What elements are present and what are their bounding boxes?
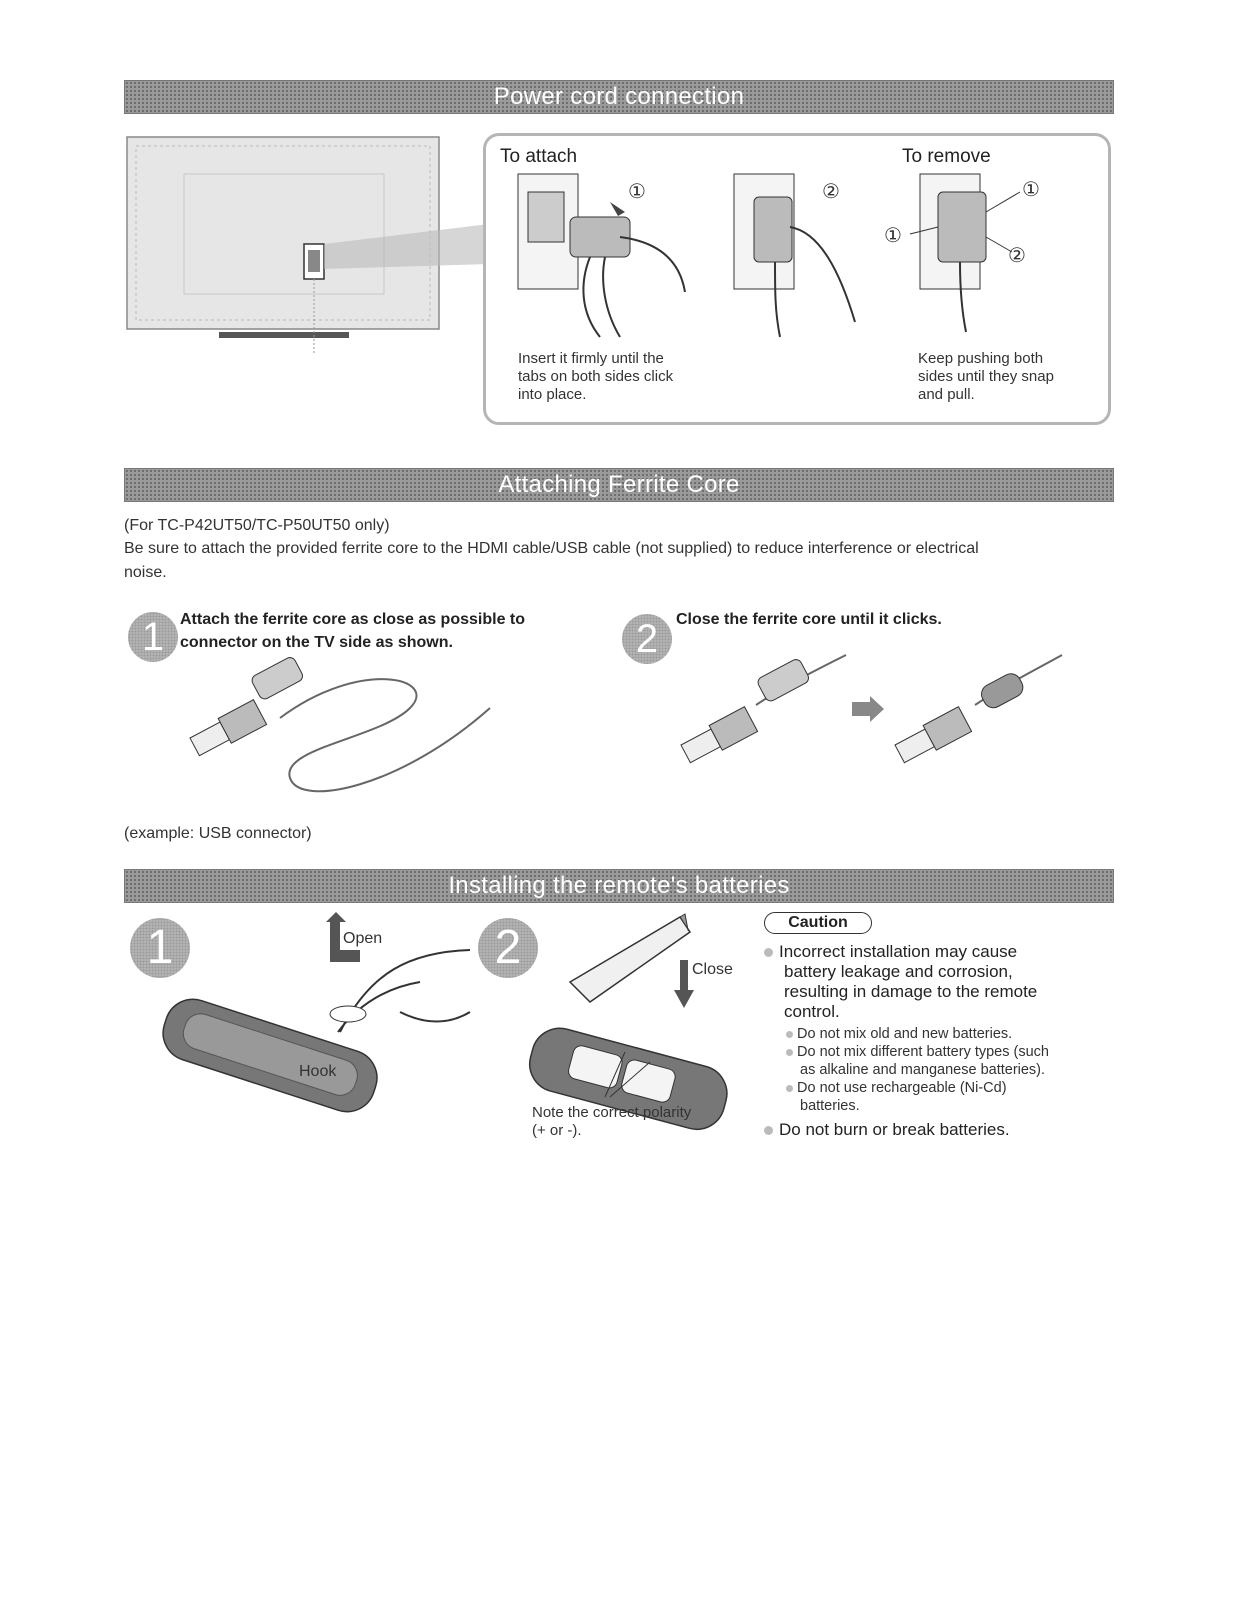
polarity-note-line-2: (+ or -). <box>532 1122 691 1140</box>
ferrite-example-caption: (example: USB connector) <box>124 824 312 844</box>
ferrite-open-illustration <box>676 650 846 770</box>
remote-open-illustration <box>170 912 490 1072</box>
caution-last-text: Do not burn or break batteries. <box>779 1120 1010 1139</box>
bullet-icon <box>786 1049 793 1056</box>
remove-instruction: Keep pushing both sides until they snap … <box>918 350 1054 404</box>
polarity-note-line-1: Note the correct polarity <box>532 1104 691 1122</box>
caution-main-line-4: control. <box>764 1002 1037 1022</box>
remove-pull-marker: ② <box>1008 246 1026 266</box>
battery-step-2-badge: 2 <box>478 918 538 978</box>
batteries-section-title: Installing the remote's batteries <box>448 872 789 899</box>
hook-label: Hook <box>299 1062 336 1082</box>
ferrite-attach-illustration <box>180 668 500 808</box>
batteries-section-header: Installing the remote's batteries <box>124 869 1114 903</box>
caution-sub-bullets: Do not mix old and new batteries. Do not… <box>786 1025 1049 1115</box>
caution-main-bullet: Incorrect installation may cause battery… <box>764 942 1037 1022</box>
ferrite-section-title: Attaching Ferrite Core <box>498 471 739 498</box>
ferrite-step-2-text: Close the ferrite core until it clicks. <box>676 610 942 630</box>
sub-bullet-3-line-2: batteries. <box>786 1097 1049 1115</box>
bullet-icon <box>786 1031 793 1038</box>
power-cord-section-title: Power cord connection <box>494 83 744 110</box>
attach-instruction-line-2: tabs on both sides click <box>518 368 673 386</box>
caution-label: Caution <box>788 914 848 931</box>
ferrite-step-1-badge: 1 <box>128 612 178 662</box>
remove-press-marker-left: ① <box>884 226 902 246</box>
ferrite-intro-line-2: noise. <box>124 563 167 583</box>
caution-badge: Caution <box>764 912 872 934</box>
ferrite-models-note: (For TC-P42UT50/TC-P50UT50 only) <box>124 516 390 536</box>
to-attach-heading: To attach <box>500 147 577 167</box>
tv-rear-illustration <box>124 134 494 354</box>
sub-bullet-2-line-1: Do not mix different battery types (such <box>797 1044 1049 1060</box>
remove-press-marker: ① <box>1022 180 1040 200</box>
ferrite-intro-line-1: Be sure to attach the provided ferrite c… <box>124 539 979 559</box>
remove-instruction-line-2: sides until they snap <box>918 368 1054 386</box>
sub-bullet-3-line-1: Do not use rechargeable (Ni-Cd) <box>797 1080 1007 1096</box>
attach-instruction-line-3: into place. <box>518 386 673 404</box>
attach-instruction: Insert it firmly until the tabs on both … <box>518 350 673 404</box>
caution-last-bullet: Do not burn or break batteries. <box>764 1120 1010 1140</box>
sub-bullet-1: Do not mix old and new batteries. <box>797 1026 1012 1042</box>
remote-batteries-illustration <box>530 912 750 1102</box>
bullet-icon <box>786 1085 793 1092</box>
caution-main-line-3: resulting in damage to the remote <box>764 982 1037 1002</box>
sub-bullet-2-line-2: as alkaline and manganese batteries). <box>786 1061 1049 1079</box>
plug-insert-illustration <box>510 172 700 342</box>
power-cord-section-header: Power cord connection <box>124 80 1114 114</box>
close-label: Close <box>692 960 733 980</box>
ferrite-step-2-badge: 2 <box>622 614 672 664</box>
polarity-note: Note the correct polarity (+ or -). <box>532 1104 691 1140</box>
ferrite-step-1-line-2: connector on the TV side as shown. <box>180 633 453 653</box>
to-remove-heading: To remove <box>902 147 991 167</box>
ferrite-section-header: Attaching Ferrite Core <box>124 468 1114 502</box>
attach-step-2-marker: ② <box>822 182 840 202</box>
arrow-right-icon <box>852 696 886 722</box>
attach-step-1-marker: ① <box>628 182 646 202</box>
caution-main-line-1: Incorrect installation may cause <box>779 942 1017 961</box>
bullet-icon <box>764 1126 773 1135</box>
attach-instruction-line-1: Insert it firmly until the <box>518 350 673 368</box>
remove-instruction-line-3: and pull. <box>918 386 1054 404</box>
ferrite-closed-illustration <box>890 650 1065 770</box>
bullet-icon <box>764 948 773 957</box>
ferrite-step-1-line-1: Attach the ferrite core as close as poss… <box>180 610 525 630</box>
open-label: Open <box>343 929 382 949</box>
caution-main-line-2: battery leakage and corrosion, <box>764 962 1037 982</box>
remove-instruction-line-1: Keep pushing both <box>918 350 1054 368</box>
plug-inserted-illustration <box>730 172 880 342</box>
